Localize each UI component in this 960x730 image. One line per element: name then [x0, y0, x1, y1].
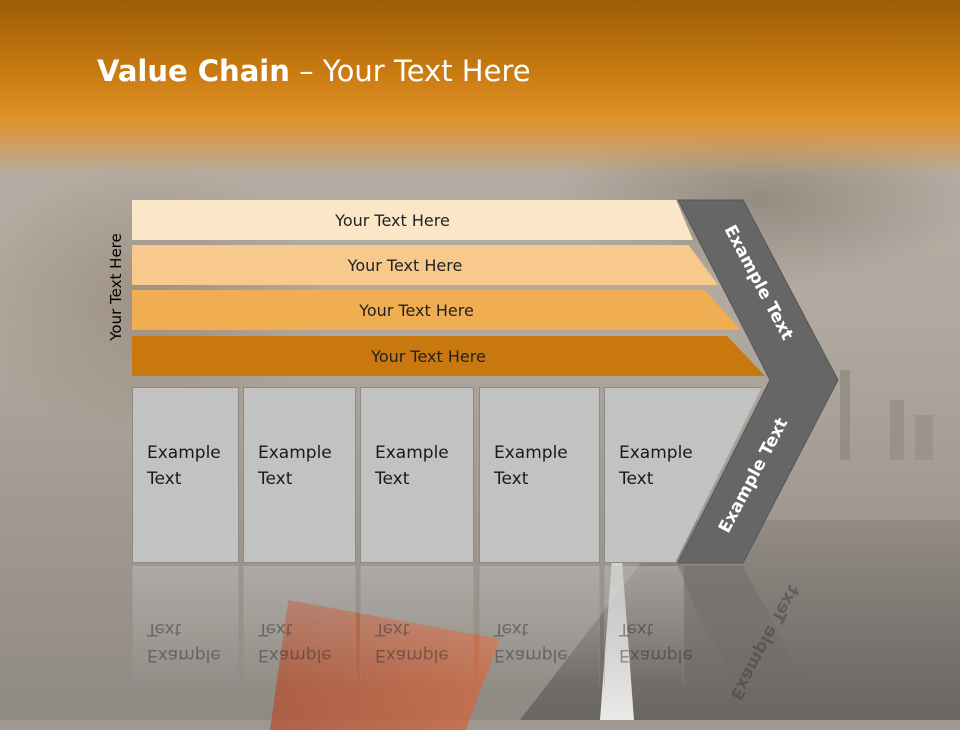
box-1: Example Text [132, 387, 239, 563]
box-2-reflection: Example Text [243, 566, 356, 686]
chevron-shape [677, 199, 839, 564]
band-1-label: Your Text Here [335, 210, 450, 230]
box-3-label: Example Text [375, 443, 449, 489]
box-4-label: Example Text [494, 443, 568, 489]
band-4-label: Your Text Here [371, 346, 486, 366]
slide-title: Value Chain – Your Text Here [97, 54, 531, 88]
box-3-reflection: Example Text [360, 566, 474, 686]
box-2: Example Text [243, 387, 356, 563]
band-1: Your Text Here [132, 200, 693, 240]
box-3: Example Text [360, 387, 474, 563]
band-2-label: Your Text Here [347, 255, 463, 275]
background-skyline [820, 370, 960, 460]
box-5-label: Example Text [619, 443, 693, 489]
box-5-reflection: Example Text [604, 566, 693, 686]
header-banner [0, 0, 960, 175]
band-4: Your Text Here [132, 336, 765, 376]
title-rest: – Your Text Here [289, 54, 531, 88]
box-2-label: Example Text [258, 443, 332, 489]
chevron-reflection [678, 566, 810, 720]
box-4: Example Text [479, 387, 600, 563]
box-4-reflection: Example Text [479, 566, 600, 686]
band-3-label: Your Text Here [359, 300, 474, 320]
box-1-label: Example Text [147, 443, 221, 489]
title-bold: Value Chain [97, 54, 290, 88]
box-1-reflection: Example Text [132, 566, 239, 686]
band-3: Your Text Here [132, 290, 741, 330]
band-2: Your Text Here [132, 245, 718, 285]
